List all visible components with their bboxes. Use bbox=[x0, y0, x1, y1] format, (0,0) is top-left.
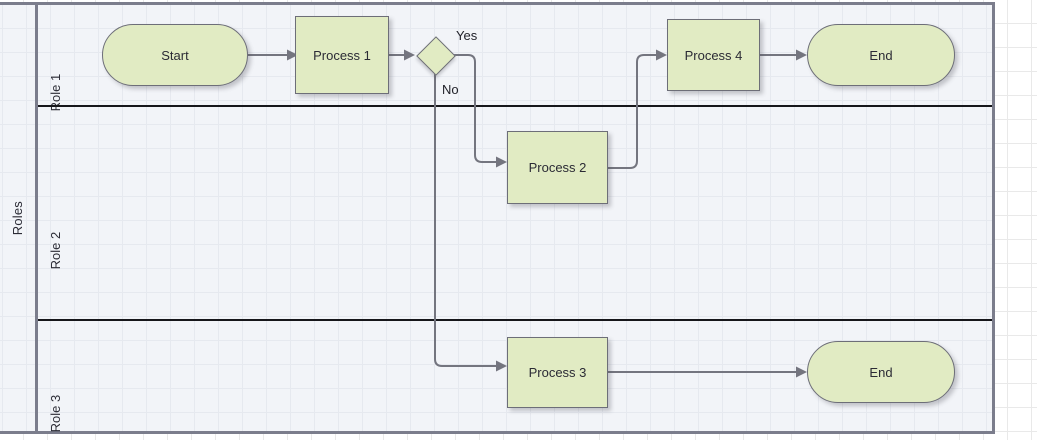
node-end-top[interactable]: End bbox=[807, 24, 955, 86]
pool-title: Roles bbox=[10, 200, 25, 236]
lane-label-role-2: Role 2 bbox=[48, 231, 63, 270]
node-process-4[interactable]: Process 4 bbox=[667, 19, 760, 91]
node-process-3[interactable]: Process 3 bbox=[507, 337, 608, 408]
node-start[interactable]: Start bbox=[102, 24, 248, 86]
node-process-2[interactable]: Process 2 bbox=[507, 131, 608, 204]
node-end-bottom[interactable]: End bbox=[807, 341, 955, 403]
node-process-1-label: Process 1 bbox=[313, 47, 371, 63]
lane-role-2[interactable]: Role 2 bbox=[38, 105, 992, 319]
pool-header[interactable]: Roles bbox=[0, 5, 38, 431]
node-decision[interactable] bbox=[414, 34, 456, 76]
edge-label-no: No bbox=[442, 82, 459, 97]
node-process-2-label: Process 2 bbox=[528, 160, 587, 175]
diamond-icon bbox=[416, 36, 456, 76]
node-end-bottom-label: End bbox=[869, 364, 893, 380]
node-end-top-label: End bbox=[869, 47, 893, 63]
node-process-4-label: Process 4 bbox=[684, 47, 743, 63]
node-start-label: Start bbox=[161, 47, 189, 63]
node-process-1[interactable]: Process 1 bbox=[295, 16, 389, 94]
node-process-3-label: Process 3 bbox=[528, 365, 587, 380]
edge-label-yes: Yes bbox=[456, 28, 478, 43]
lane-label-role-3: Role 3 bbox=[48, 394, 63, 433]
lane-role-3[interactable]: Role 3 bbox=[38, 319, 992, 433]
